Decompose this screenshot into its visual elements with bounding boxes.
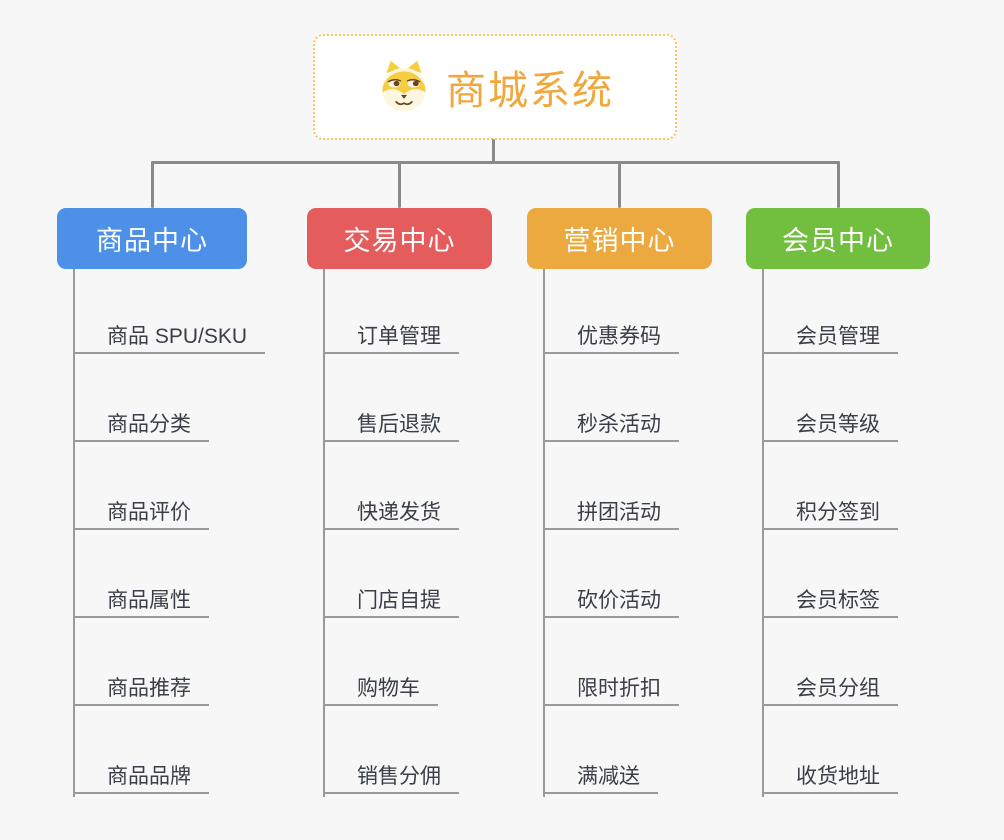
child-label: 商品属性	[107, 589, 191, 612]
connector-root-stub	[492, 139, 495, 164]
child-label: 会员等级	[796, 413, 880, 436]
child-label: 满减送	[577, 765, 640, 788]
connector-children-line	[543, 269, 545, 797]
child-node[interactable]: 优惠券码	[543, 320, 679, 354]
child-label: 商品 SPU/SKU	[107, 325, 248, 348]
root-node[interactable]: 商城系统	[313, 34, 677, 140]
child-node[interactable]: 商品品牌	[73, 760, 209, 794]
branch-node[interactable]: 营销中心	[527, 208, 712, 269]
branch-children: 优惠券码 秒杀活动 拼团活动 砍价活动 限时折扣 满减送	[543, 269, 783, 799]
connector-children-line	[762, 269, 764, 797]
branch-node[interactable]: 会员中心	[746, 208, 930, 269]
child-node[interactable]: 限时折扣	[543, 672, 679, 706]
child-node[interactable]: 秒杀活动	[543, 408, 679, 442]
child-label: 砍价活动	[577, 589, 661, 612]
child-label: 秒杀活动	[577, 413, 661, 436]
branch-children: 商品 SPU/SKU 商品分类 商品评价 商品属性 商品推荐 商品品牌	[73, 269, 313, 799]
connector-branch-drop	[618, 161, 621, 208]
connector-branch-drop	[398, 161, 401, 208]
child-label: 订单管理	[357, 325, 441, 348]
child-node[interactable]: 门店自提	[323, 584, 459, 618]
child-label: 购物车	[357, 677, 420, 700]
connector-branch-drop	[836, 161, 840, 208]
child-node[interactable]: 会员分组	[762, 672, 898, 706]
child-node[interactable]: 商品属性	[73, 584, 209, 618]
branch-children: 订单管理 售后退款 快递发货 门店自提 购物车 销售分佣	[323, 269, 563, 799]
child-node[interactable]: 商品 SPU/SKU	[73, 320, 266, 354]
child-node[interactable]: 收货地址	[762, 760, 898, 794]
child-node[interactable]: 商品分类	[73, 408, 209, 442]
child-node[interactable]: 会员等级	[762, 408, 898, 442]
branch-label: 营销中心	[563, 226, 676, 256]
root-title: 商城系统	[446, 69, 614, 113]
child-label: 商品分类	[107, 413, 191, 436]
connector-children-line	[73, 269, 75, 797]
connector-branch-drop	[150, 161, 154, 208]
child-node[interactable]: 会员标签	[762, 584, 898, 618]
child-node[interactable]: 销售分佣	[323, 760, 459, 794]
child-label: 积分签到	[796, 501, 880, 524]
child-label: 商品评价	[107, 501, 191, 524]
child-node[interactable]: 拼团活动	[543, 496, 679, 530]
connector-horizontal-bar	[150, 161, 840, 164]
child-label: 拼团活动	[577, 501, 661, 524]
child-node[interactable]: 商品评价	[73, 496, 209, 530]
child-node[interactable]: 会员管理	[762, 320, 898, 354]
child-label: 会员管理	[796, 325, 880, 348]
child-label: 会员分组	[796, 677, 880, 700]
child-label: 售后退款	[357, 413, 441, 436]
child-label: 销售分佣	[357, 765, 441, 788]
child-node[interactable]: 砍价活动	[543, 584, 679, 618]
branch-label: 交易中心	[343, 226, 456, 256]
child-node[interactable]: 积分签到	[762, 496, 898, 530]
shiba-dog-icon	[382, 60, 426, 112]
child-node[interactable]: 满减送	[543, 760, 658, 794]
child-label: 商品品牌	[107, 765, 191, 788]
branch-node[interactable]: 交易中心	[307, 208, 492, 269]
child-label: 优惠券码	[577, 325, 661, 348]
child-label: 商品推荐	[107, 677, 191, 700]
child-label: 收货地址	[796, 765, 880, 788]
branch-label: 商品中心	[96, 226, 208, 256]
child-node[interactable]: 快递发货	[323, 496, 459, 530]
child-node[interactable]: 购物车	[323, 672, 438, 706]
child-label: 限时折扣	[577, 677, 661, 700]
child-label: 门店自提	[357, 589, 441, 612]
branch-children: 会员管理 会员等级 积分签到 会员标签 会员分组 收货地址	[762, 269, 1002, 799]
child-node[interactable]: 订单管理	[323, 320, 459, 354]
child-label: 会员标签	[796, 589, 880, 612]
child-label: 快递发货	[357, 501, 441, 524]
branch-label: 会员中心	[782, 226, 894, 256]
child-node[interactable]: 售后退款	[323, 408, 459, 442]
child-node[interactable]: 商品推荐	[73, 672, 209, 706]
branch-node[interactable]: 商品中心	[57, 208, 247, 269]
connector-children-line	[323, 269, 325, 797]
